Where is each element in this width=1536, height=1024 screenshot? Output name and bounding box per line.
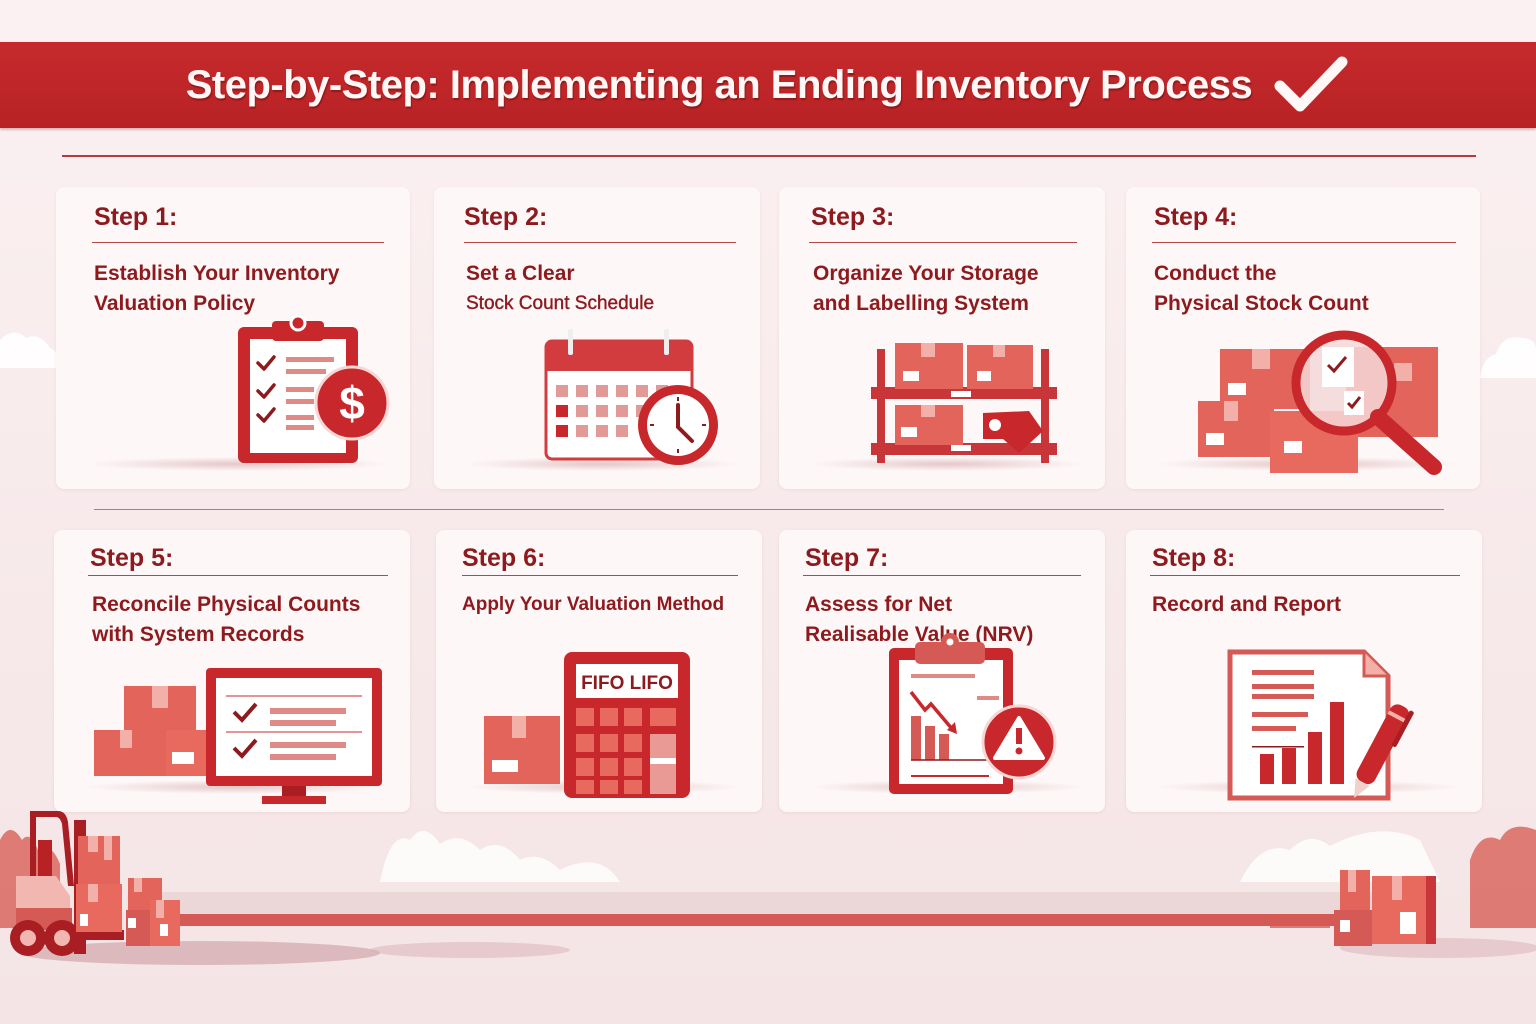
box-stack-icon [126,878,180,946]
calculator-icon: FIFO LIFO [484,652,690,798]
step-divider [88,575,388,576]
step-divider [462,575,738,576]
warehouse-floor-scene [0,811,1536,965]
step-card-8: Step 8: Record and Report [1126,530,1482,812]
shelf-boxes-tag-icon [871,343,1057,463]
checkmark-icon [1274,56,1348,112]
step-label: Step 2: [464,203,548,231]
step-card-7: Step 7: Assess for Net Realisable Value … [779,530,1105,812]
step-label: Step 3: [811,203,895,231]
step-card-1: Step 1: Establish Your Inventory Valuati… [56,187,410,489]
header-divider [62,155,1476,157]
step-divider [464,242,736,243]
step-description: Organize Your Storage and Labelling Syst… [813,262,1039,315]
step-description: Assess for Net Realisable Value (NRV) [805,593,1034,646]
step-card-3: Step 3: Organize Your Storage and Labell… [779,187,1105,489]
step-description: Establish Your Inventory Valuation Polic… [94,262,340,315]
calculator-display: FIFO LIFO [581,673,673,694]
box-stack-icon [1334,870,1436,946]
step-description: Record and Report [1152,593,1342,616]
row-divider [94,509,1444,510]
step-description: Apply Your Valuation Method [462,594,725,615]
header-banner: Step-by-Step: Implementing an Ending Inv… [0,42,1536,128]
step-description: Reconcile Physical Counts with System Re… [92,593,361,646]
step-label: Step 6: [462,544,546,572]
clipboard-warning-icon [889,633,1057,794]
step-card-4: Step 4: Conduct the Physical Stock Count [1126,187,1480,489]
step-divider [92,242,384,243]
step-divider [809,242,1077,243]
calendar-clock-icon [544,329,718,465]
step-card-6: Step 6: Apply Your Valuation Method FIFO… [436,530,762,812]
step-description: Set a Clear Stock Count Schedule [466,262,655,314]
cloud-icon [0,332,59,368]
step-card-2: Step 2: Set a Clear Stock Count Schedule [434,187,760,489]
step-label: Step 4: [1154,203,1238,231]
step-description: Conduct the Physical Stock Count [1154,262,1369,315]
step-card-5: Step 5: Reconcile Physical Counts with S… [54,530,410,812]
clipboard-dollar-icon: $ [238,315,390,463]
boxes-monitor-checklist-icon [94,668,382,804]
cloud-icon [1480,337,1536,378]
step-label: Step 8: [1152,544,1236,572]
step-label: Step 5: [90,544,174,572]
report-pen-icon [1227,649,1414,801]
step-divider [803,575,1081,576]
boxes-magnifier-icon [1198,330,1442,475]
page-title: Step-by-Step: Implementing an Ending Inv… [185,62,1253,107]
step-label: Step 7: [805,544,889,572]
step-divider [1152,242,1456,243]
step-divider [1150,575,1460,576]
step-label: Step 1: [94,203,178,231]
svg-text:$: $ [339,377,365,429]
